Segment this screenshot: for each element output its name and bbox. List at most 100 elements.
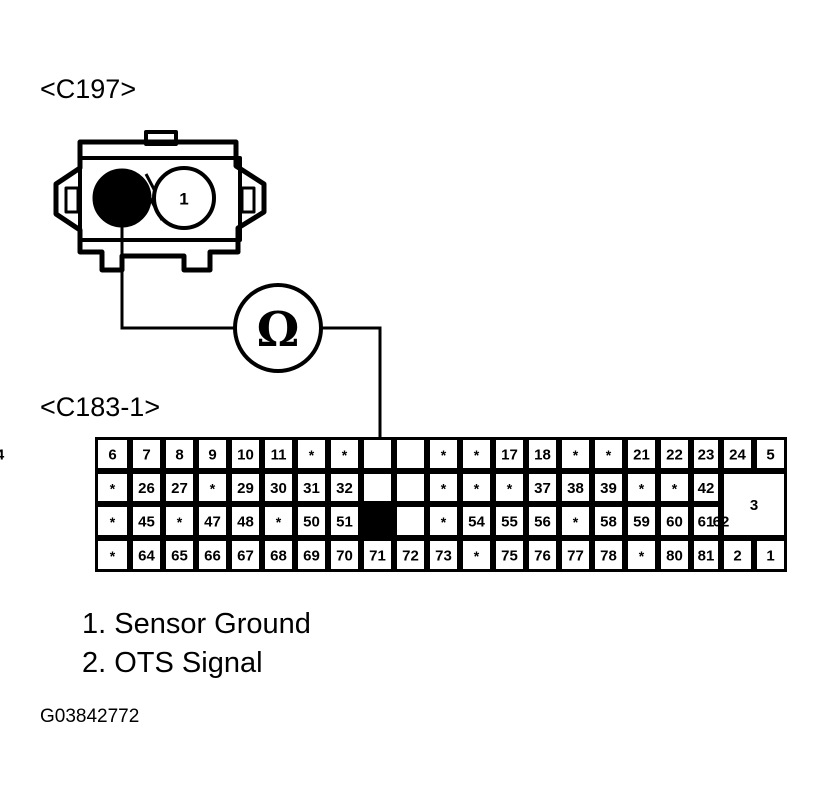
pin-number: 45 (138, 514, 155, 531)
pin-unused-mark: * (639, 548, 645, 564)
lead-wire-left (120, 224, 234, 330)
pin-cell (694, 440, 718, 468)
pin-number: 37 (534, 480, 551, 497)
pin-cell (430, 541, 457, 569)
pin-cell (430, 474, 457, 501)
pin-cell (166, 507, 193, 535)
pin-cell (724, 440, 751, 468)
pin-cell (430, 440, 457, 468)
pin-number: 5 (766, 447, 774, 464)
pin-cell (496, 440, 523, 468)
pin-cell (98, 541, 127, 569)
pin-cell (628, 474, 655, 501)
pin-unused-mark: * (342, 447, 348, 463)
legend-item-2: 2. OTS Signal (82, 647, 263, 679)
pin-cell (232, 541, 259, 569)
probe-pin-cell (363, 506, 392, 536)
pin-cell (364, 541, 391, 569)
pin-unused-mark: * (177, 514, 183, 530)
pin-unused-mark: * (110, 481, 116, 497)
pin-cell (661, 541, 688, 569)
pin-unused-mark: * (474, 481, 480, 497)
connector-c197 (53, 130, 267, 273)
pin-cell (595, 474, 622, 501)
pin-number: 60 (666, 514, 683, 531)
connector-c183-label: <C183-1> (40, 392, 161, 422)
pin-cell (694, 474, 718, 501)
pin-cell (757, 541, 784, 569)
pin-unused-mark: * (474, 447, 480, 463)
pin-number: 59 (633, 514, 650, 531)
pin-cell (98, 440, 127, 468)
pin-number: 21 (633, 447, 650, 464)
pin-unused-mark: * (639, 481, 645, 497)
pin-cell (463, 440, 490, 468)
pin-cell (364, 440, 391, 468)
pin-cell (694, 541, 718, 569)
pin-number: 66 (204, 548, 221, 565)
pin-number: 64 (138, 548, 155, 565)
pin-cell (199, 440, 226, 468)
pin-number: 72 (402, 548, 419, 565)
pin-cell (463, 507, 490, 535)
pin-number: 62 (713, 514, 730, 531)
pin-number: 24 (729, 447, 746, 464)
pin-number: 68 (270, 548, 287, 565)
pin-cell (397, 507, 424, 535)
pin-number: 67 (237, 548, 254, 565)
pin-cell (628, 541, 655, 569)
connector-c197-label: <C197> (40, 74, 137, 104)
pin-number: 58 (600, 514, 617, 531)
pin-cell (661, 440, 688, 468)
connector-c197-side-tab-left (64, 186, 80, 214)
pin-number: 69 (303, 548, 320, 565)
pin-cell (661, 507, 688, 535)
pin-number: 71 (369, 548, 386, 565)
pin-number: 38 (567, 480, 584, 497)
pin-cell (298, 474, 325, 501)
connector-c197-side-tab-right (240, 186, 256, 214)
pin-cell (298, 541, 325, 569)
pin-number: 54 (468, 514, 485, 531)
pin-cell (562, 507, 589, 535)
pin-number: 51 (336, 514, 353, 531)
pin-cell (529, 507, 556, 535)
pin-number: 6 (108, 447, 116, 464)
pin-number: 70 (336, 548, 353, 565)
ohmmeter-symbol: Ω (257, 302, 300, 358)
pin-cell (628, 440, 655, 468)
pin-number: 11 (271, 447, 287, 464)
pin-cell (757, 440, 784, 468)
pin-cell (496, 541, 523, 569)
pin-unused-mark: * (441, 481, 447, 497)
pin-cell (166, 440, 193, 468)
pin-cell (628, 507, 655, 535)
pin-cell (166, 541, 193, 569)
pin-cell (133, 541, 160, 569)
pin-number: 32 (336, 480, 353, 497)
pin-cell (331, 440, 358, 468)
pin-number: 61 (698, 514, 715, 531)
pin-number: 9 (208, 447, 216, 464)
pin-number: 76 (534, 548, 551, 565)
pin-number: 29 (237, 480, 254, 497)
pin-number: 1 (766, 548, 774, 565)
pin-number: 56 (534, 514, 551, 531)
connector-c183-1: 67891011****1718**2122232454*2627*293031… (0, 437, 787, 572)
pin-legend: 1. Sensor Ground 2. OTS Signal (82, 605, 311, 683)
pin-cell (265, 440, 292, 468)
pin-number: 73 (435, 548, 452, 565)
pin-cell (133, 474, 160, 501)
pin-cell (232, 474, 259, 501)
pin-cell (199, 507, 226, 535)
pin-cell (529, 474, 556, 501)
pin-unused-mark: * (210, 481, 216, 497)
pin-cell (694, 507, 718, 535)
pin-unused-mark: * (672, 481, 678, 497)
pin-unused-mark: * (309, 447, 315, 463)
pin-cell (397, 440, 424, 468)
pin-number: 42 (698, 480, 715, 497)
pin-number: 77 (567, 548, 584, 565)
pin-cell (265, 541, 292, 569)
